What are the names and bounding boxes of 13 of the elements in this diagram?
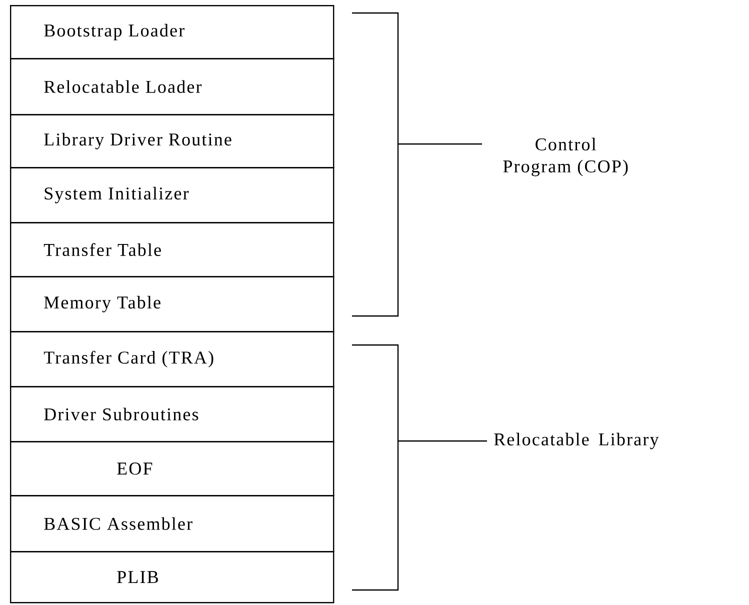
group-label: Relocatable Library — [494, 432, 659, 450]
memory-block: Transfer Card (TRA) — [10, 331, 334, 388]
memory-block: Bootstrap Loader — [10, 5, 334, 60]
memory-block: BASIC Assembler — [10, 495, 334, 552]
memory-block: Driver Subroutines — [10, 386, 334, 442]
memory-block: Transfer Table — [10, 222, 334, 278]
memory-block: Library Driver Routine — [10, 114, 334, 168]
group-label: Control Program (COP) — [503, 138, 628, 176]
memory-block: Memory Table — [10, 276, 334, 332]
memory-block: PLIB — [10, 551, 334, 604]
memory-block: EOF — [10, 441, 334, 496]
memory-block: System Initializer — [10, 167, 334, 224]
memory-block: Relocatable Loader — [10, 58, 334, 116]
